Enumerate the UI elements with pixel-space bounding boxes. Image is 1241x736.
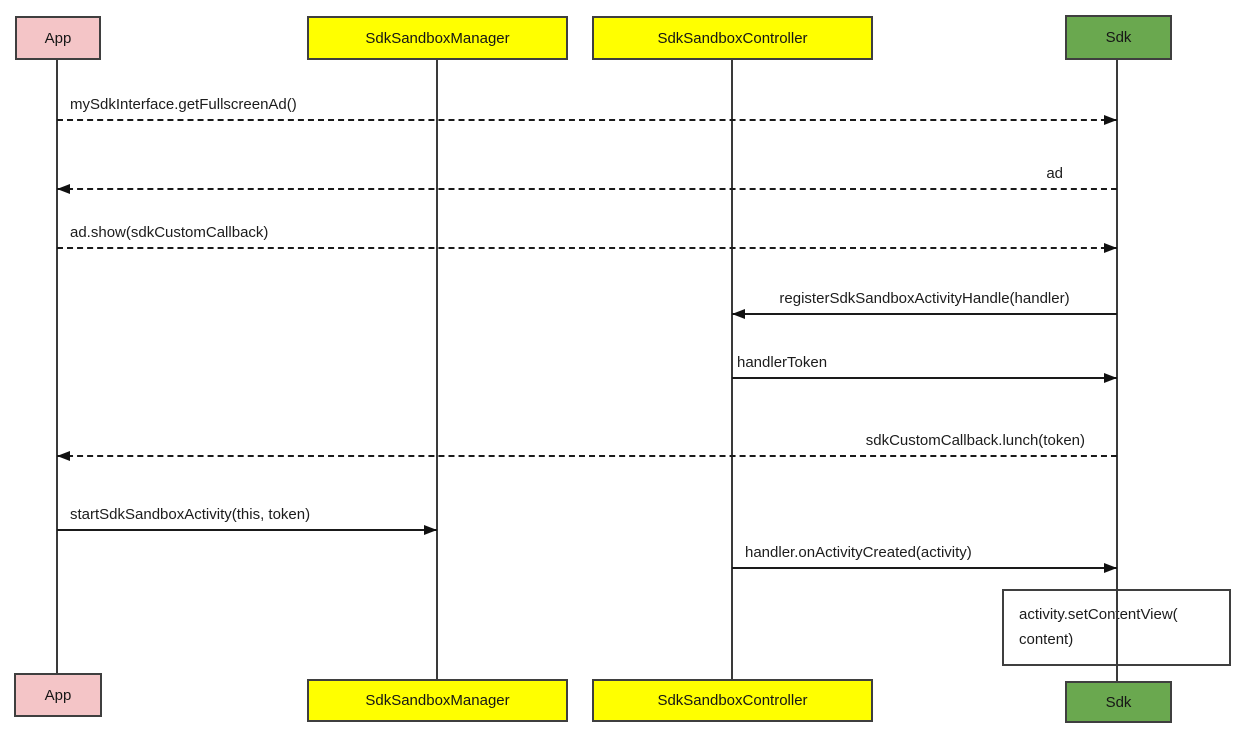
- note-line-1: activity.setContentView(: [1019, 606, 1178, 623]
- lifeline-sdksandboxcontroller: [731, 60, 733, 679]
- actor-sdksandboxmanager-label: SdkSandboxManager: [365, 29, 510, 47]
- message-line-registerhandle: [732, 313, 1117, 315]
- lifeline-app: [56, 60, 58, 673]
- message-line-handlertoken: [732, 377, 1117, 379]
- actor-app-top: App: [15, 16, 101, 60]
- lifeline-sdk: [1116, 60, 1118, 681]
- arrowhead-right-icon: [1104, 243, 1117, 253]
- arrowhead-left-icon: [732, 309, 745, 319]
- message-label-registerhandle: registerSdkSandboxActivityHandle(handler…: [779, 290, 1070, 307]
- message-label-handlertoken: handlerToken: [737, 354, 828, 371]
- actor-app-bottom: App: [14, 673, 102, 717]
- arrowhead-left-icon: [57, 184, 70, 194]
- message-label-startactivity: startSdkSandboxActivity(this, token): [70, 506, 311, 523]
- message-label-adshow: ad.show(sdkCustomCallback): [70, 224, 269, 241]
- actor-sdksandboxcontroller-label: SdkSandboxController: [657, 692, 808, 709]
- message-line-callbacklunch: [57, 455, 1117, 457]
- actor-sdk-label: Sdk: [1105, 693, 1132, 711]
- actor-sdk-bottom: Sdk: [1065, 681, 1172, 723]
- message-line-getfullscreenad: [57, 119, 1117, 121]
- actor-sdk-top: Sdk: [1065, 15, 1172, 60]
- actor-app-label: App: [44, 29, 72, 47]
- message-label-callbacklunch: sdkCustomCallback.lunch(token): [865, 432, 1085, 449]
- note-line-2: content): [1019, 631, 1074, 648]
- actor-sdksandboxmanager-label: SdkSandboxManager: [365, 692, 510, 709]
- message-line-onactivitycreated: [732, 567, 1117, 569]
- arrowhead-right-icon: [1104, 115, 1117, 125]
- actor-app-label: App: [44, 686, 72, 704]
- actor-sdksandboxcontroller-top: SdkSandboxController: [592, 16, 873, 60]
- message-line-startactivity: [57, 529, 437, 531]
- actor-sdksandboxcontroller-label: SdkSandboxController: [657, 29, 808, 47]
- arrowhead-left-icon: [57, 451, 70, 461]
- message-line-adshow: [57, 247, 1117, 249]
- arrowhead-right-icon: [1104, 563, 1117, 573]
- actor-sdksandboxmanager-bottom: SdkSandboxManager: [307, 679, 568, 722]
- arrowhead-right-icon: [1104, 373, 1117, 383]
- message-label-onactivitycreated: handler.onActivityCreated(activity): [745, 544, 972, 561]
- lifeline-sdksandboxmanager: [436, 60, 438, 679]
- actor-sdksandboxmanager-top: SdkSandboxManager: [307, 16, 568, 60]
- actor-sdk-label: Sdk: [1105, 29, 1132, 46]
- message-label-ad: ad: [1046, 165, 1063, 182]
- arrowhead-right-icon: [424, 525, 437, 535]
- message-line-ad: [57, 188, 1117, 190]
- actor-sdksandboxcontroller-bottom: SdkSandboxController: [592, 679, 873, 722]
- message-label-getfullscreenad: mySdkInterface.getFullscreenAd(): [70, 96, 297, 113]
